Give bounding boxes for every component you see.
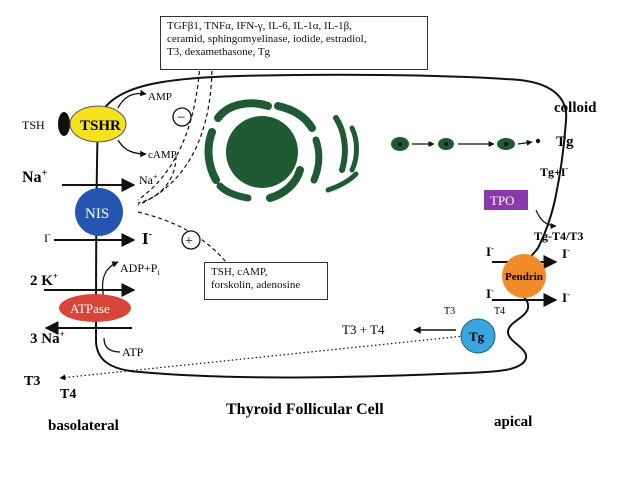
tshr-receptor	[69, 105, 127, 143]
atpase-pump	[59, 294, 131, 322]
atp-label: ATP	[122, 345, 144, 359]
atpase-label: ATPase	[70, 301, 110, 316]
tg-t4t3-label: Tg-T4/T3	[534, 229, 583, 243]
nucleus-organelle	[204, 99, 359, 202]
stimulators-box: TSH, cAMP, forskolin, adenosine	[204, 262, 328, 300]
adp-label: ADP+Pi	[120, 261, 160, 277]
i-right2-label: I-	[562, 290, 570, 305]
camp-dashed-line	[137, 155, 177, 204]
inhibitors-line-1: TGFβ1, TNFα, IFN-γ, IL-6, IL-1α, IL-1β,	[167, 20, 352, 32]
tg-i-label: Tg+I-	[540, 164, 569, 179]
na-inside-label: Na+	[139, 172, 158, 187]
i-inside-label: I-	[142, 229, 152, 248]
inhibitors-line-2: ceramid, sphingomyelinase, iodide, estra…	[167, 33, 367, 45]
basolateral-label: basolateral	[48, 418, 119, 434]
hormone-exit-dotted-arrow	[59, 335, 465, 381]
i-right1-label: I-	[562, 246, 570, 261]
t3-small-label: T3	[444, 306, 455, 317]
inhibitors-box: TGFβ1, TNFα, IFN-γ, IL-6, IL-1α, IL-1β, …	[160, 16, 428, 70]
k-outside-label: 2 K+	[30, 271, 58, 289]
pendrin-transporter	[502, 254, 546, 298]
camp-arrow	[117, 139, 147, 158]
tg-protein	[460, 318, 496, 354]
svg-text:−: −	[177, 110, 185, 126]
t4-outside-label: T4	[60, 387, 76, 402]
adp-arrow	[101, 261, 119, 299]
tpo-arrow	[535, 209, 557, 229]
i-outside-label: I-	[44, 230, 51, 245]
na3-label: 3 Na+	[30, 329, 65, 347]
tg-circle-label: Tg	[469, 329, 485, 344]
inhibitor-dashed-line-1	[137, 63, 201, 201]
nis-label: NIS	[85, 206, 109, 222]
stimulators-line-2: forskolin, adenosine	[211, 279, 301, 291]
cell-title: Thyroid Follicular Cell	[226, 401, 384, 418]
tsh-ligand	[58, 112, 70, 136]
t3-outside-label: T3	[24, 374, 40, 389]
t3t4-label: T3 + T4	[342, 322, 385, 337]
vesicle-group	[391, 137, 541, 151]
i-left1-label: I-	[486, 244, 494, 259]
apical-label: apical	[494, 414, 532, 430]
na-outside-label: Na+	[22, 168, 48, 186]
svg-text:+: +	[185, 234, 193, 249]
nis-transporter	[75, 188, 123, 236]
camp-label: cAMP	[148, 149, 177, 161]
i-left2-label: I-	[486, 286, 494, 301]
minus-sign-icon: −	[172, 107, 192, 127]
amp-arrow	[117, 89, 147, 109]
tg-colloid-label: Tg	[556, 134, 574, 150]
amp-label: AMP	[148, 91, 172, 103]
stimulator-dashed-line	[137, 211, 227, 263]
colloid-label: colloid	[554, 100, 597, 116]
tpo-enzyme	[484, 190, 528, 210]
pendrin-label: Pendrin	[505, 271, 543, 283]
tshr-label: TSHR	[80, 118, 121, 134]
tpo-label: TPO	[490, 193, 515, 208]
t4-small-label: T4	[494, 306, 505, 317]
stimulators-line-1: TSH, cAMP,	[211, 266, 268, 278]
cell-membrane	[94, 73, 568, 379]
inhibitors-line-3: T3, dexamethasone, Tg	[167, 46, 271, 58]
plus-sign-icon: +	[181, 230, 201, 250]
atp-arrow	[103, 337, 121, 353]
tsh-label: TSH	[22, 118, 45, 132]
